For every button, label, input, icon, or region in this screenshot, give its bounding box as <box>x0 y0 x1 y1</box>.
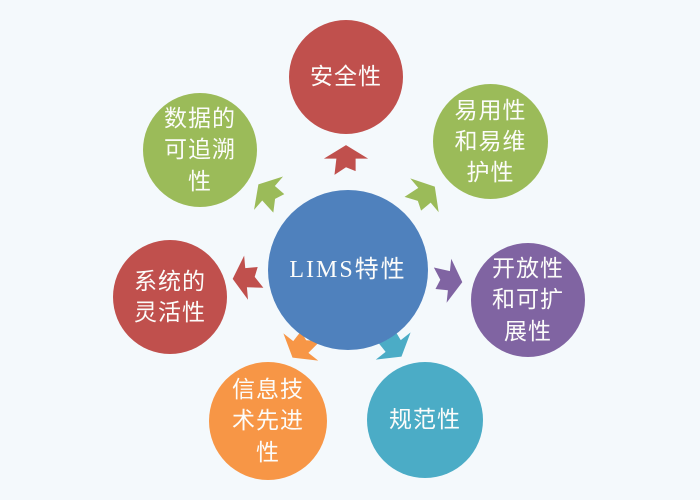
arrow-up-right-shape <box>404 178 439 213</box>
arrow-up-right-icon <box>394 167 451 227</box>
node-label: 信息技 术先进 性 <box>232 377 304 465</box>
node-standardization: 规范性 <box>367 362 483 478</box>
arrow-right-icon <box>428 254 466 307</box>
arrow-left-shape <box>232 255 264 300</box>
arrow-down-right-shape <box>375 326 411 360</box>
node-label: 系统的 灵活性 <box>134 268 206 325</box>
node-system-flexibility: 系统的 灵活性 <box>113 240 227 354</box>
arrow-left-icon <box>229 251 266 304</box>
arrow-down-right-icon <box>362 316 422 373</box>
node-label: 规范性 <box>389 407 461 433</box>
node-label: 开放性 和可扩 展性 <box>492 256 564 344</box>
node-security: 安全性 <box>289 20 403 134</box>
arrow-up-left-icon <box>241 165 299 224</box>
arrow-down-left-shape <box>283 331 320 361</box>
node-usability-maintainability: 易用性 和易维 护性 <box>433 84 548 199</box>
node-openness-extensibility: 开放性 和可扩 展性 <box>471 243 585 357</box>
arrow-down-left-icon <box>272 317 332 374</box>
arrow-right-shape <box>433 258 463 303</box>
arrow-up-left-shape <box>254 176 285 213</box>
node-label: 安全性 <box>310 64 382 90</box>
arrow-up-icon <box>321 144 371 177</box>
node-label: LIMS特性 <box>289 256 407 283</box>
node-lims-features-center: LIMS特性 <box>268 190 428 350</box>
arrow-up-shape <box>323 145 369 175</box>
node-data-traceability: 数据的 可追溯 性 <box>143 93 257 207</box>
node-label: 数据的 可追溯 性 <box>164 106 236 194</box>
node-label: 易用性 和易维 护性 <box>454 97 527 186</box>
node-it-advancement: 信息技 术先进 性 <box>209 362 327 480</box>
